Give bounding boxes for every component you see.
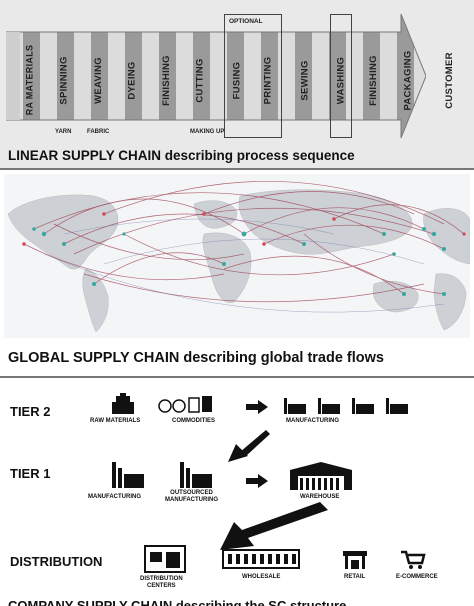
warehouse-label: WAREHOUSE xyxy=(300,494,340,500)
ecommerce-label: E-COMMERCE xyxy=(396,574,438,580)
global-caption: GLOBAL SUPPLY CHAIN describing global tr… xyxy=(8,350,384,366)
arrow-right-icon xyxy=(246,474,268,488)
tier1-manufacturing-label: MANUFACTURING xyxy=(88,494,141,500)
arrow-down-left-large-icon xyxy=(220,502,328,550)
linear-caption: LINEAR SUPPLY CHAIN describing process s… xyxy=(8,148,355,163)
wholesale-label: WHOLESALE xyxy=(242,574,281,580)
distribution-label: DISTRIBUTION xyxy=(10,554,103,569)
wholesale-icon xyxy=(222,549,300,569)
tier-1-label: TIER 1 xyxy=(10,466,51,481)
commodities-label: COMMODITIES xyxy=(172,418,215,424)
step-weaving: WEAVING xyxy=(92,56,104,104)
step-dyeing: DYEING xyxy=(126,60,138,100)
commodities-icon xyxy=(158,396,212,413)
process-arrow xyxy=(6,14,426,138)
fabric-label: FABRIC xyxy=(87,129,110,135)
step-raw-materials: RA MATERIALS xyxy=(24,44,35,116)
step-washing: WASHING xyxy=(335,56,347,104)
step-packaging: PACKAGING xyxy=(402,49,414,111)
arrow-down-left-icon xyxy=(228,430,272,462)
optional-label: OPTIONAL xyxy=(229,18,263,25)
washing-box xyxy=(330,14,352,138)
world-trade-map xyxy=(4,174,470,338)
warehouse-icon xyxy=(290,462,352,490)
tier-2-label: TIER 2 xyxy=(10,404,51,419)
step-fusing: FUSING xyxy=(231,61,243,99)
step-finishing-1: FINISHING xyxy=(160,54,172,106)
company-supply-chain-panel: TIER 2 TIER 1 DISTRIBUTION RAW MATERIALS… xyxy=(0,378,474,606)
step-cutting: CUTTING xyxy=(194,57,206,103)
distribution-centers-icon xyxy=(144,545,186,573)
retail-store-icon xyxy=(343,551,367,569)
manufacturing-icon xyxy=(112,462,144,488)
step-customer: CUSTOMER xyxy=(443,51,455,109)
linear-supply-chain-panel: OPTIONAL RA MATERIALS SPINNING WEAVING D… xyxy=(0,0,474,170)
global-supply-chain-panel: GLOBAL SUPPLY CHAIN describing global tr… xyxy=(0,170,474,378)
yarn-label: YARN xyxy=(55,129,72,135)
shopping-cart-icon xyxy=(401,550,426,569)
company-caption: COMPANY SUPPLY CHAIN describing the SC s… xyxy=(8,598,347,606)
retail-label: RETAIL xyxy=(344,574,366,580)
step-printing: PRINTING xyxy=(262,56,274,104)
step-spinning: SPINNING xyxy=(58,55,70,105)
outsourced-manufacturing-icon xyxy=(180,462,212,488)
step-finishing-2: FINISHING xyxy=(367,54,379,106)
manufacturing-plants-icon xyxy=(284,398,408,414)
tier2-manufacturing-label: MANUFACTURING xyxy=(286,418,339,424)
raw-materials-icon xyxy=(112,393,134,414)
step-sewing: SEWING xyxy=(299,59,311,101)
arrow-right-icon xyxy=(246,400,268,414)
raw-materials-label: RAW MATERIALS xyxy=(90,418,141,424)
making-up-label: MAKING UP xyxy=(190,129,225,135)
optional-steps-box xyxy=(224,14,282,138)
